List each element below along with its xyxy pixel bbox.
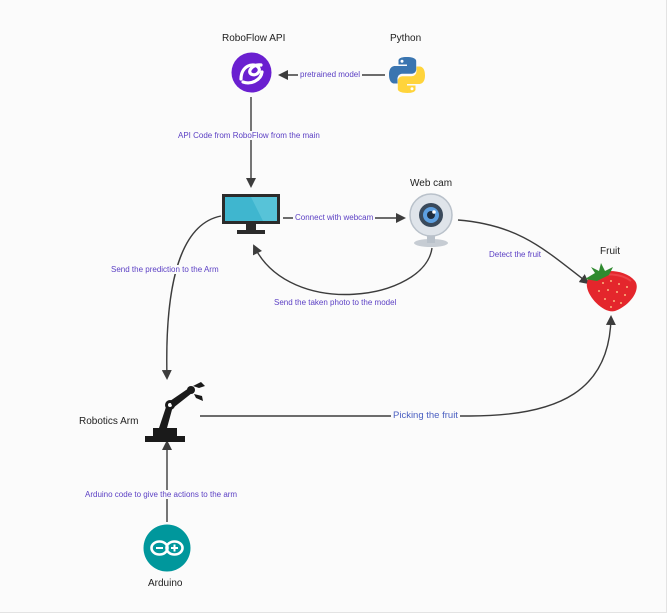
edge-webcam-to-monitor: [253, 244, 433, 296]
edge-label-connect-webcam: Connect with webcam: [293, 213, 376, 222]
roboflow-label: RoboFlow API: [222, 33, 286, 44]
edge-label-pretrained-model: pretrained model: [298, 70, 363, 79]
robotic-arm-icon: [137, 380, 207, 444]
webcam-icon: [405, 193, 457, 248]
webcam-label: Web cam: [410, 178, 453, 189]
edge-label-api-code: API Code from RoboFlow from the main: [176, 131, 322, 140]
arduino-icon: [143, 524, 191, 572]
edge-label-arduino-code: Arduino code to give the actions to the …: [83, 490, 240, 499]
monitor-icon: [221, 193, 281, 235]
edge-label-send-prediction: Send the prediction to the Arm: [109, 265, 221, 274]
python-icon: [387, 55, 427, 95]
edge-label-picking-fruit: Picking the fruit: [391, 410, 460, 421]
roboflow-icon: [231, 52, 272, 93]
python-label: Python: [390, 33, 422, 44]
arduino-label: Arduino: [148, 578, 183, 589]
strawberry-icon: [581, 259, 639, 313]
edge-monitor-to-arm: [161, 215, 222, 380]
arm-label: Robotics Arm: [79, 416, 139, 427]
edge-label-send-photo: Send the taken photo to the model: [272, 298, 399, 307]
edge-arm-to-fruit: [200, 315, 616, 417]
edge-label-detect-fruit: Detect the fruit: [487, 250, 544, 259]
edge-webcam-to-fruit: [457, 219, 590, 285]
fruit-label: Fruit: [600, 246, 620, 257]
